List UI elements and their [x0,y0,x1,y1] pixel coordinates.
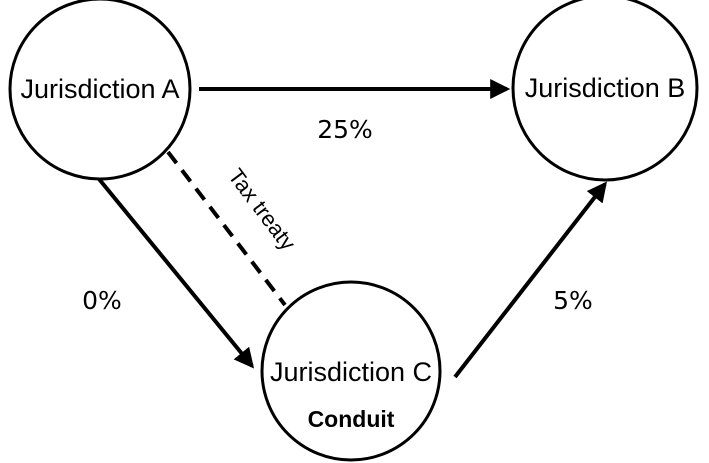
rate-label-a-to-c: 0% [82,286,122,315]
node-jurisdiction-c-sublabel: Conduit [308,406,395,432]
edge-a-to-c [97,177,255,369]
node-jurisdiction-c: Jurisdiction C Conduit [260,280,442,462]
node-jurisdiction-c-label: Jurisdiction C [270,357,432,387]
rate-label-c-to-b: 5% [553,286,593,315]
node-jurisdiction-c-circle [260,280,442,462]
node-jurisdiction-b-label: Jurisdiction B [525,73,686,103]
rate-label-a-to-b: 25% [317,115,373,144]
node-jurisdiction-a-circle [8,0,192,181]
node-jurisdiction-a: Jurisdiction A [8,0,192,181]
node-jurisdiction-b: Jurisdiction B [511,0,699,182]
tax-treaty-link [166,150,287,307]
edge-c-to-b [453,181,607,379]
node-jurisdiction-a-label: Jurisdiction A [20,74,179,104]
node-jurisdiction-b-circle [511,0,699,182]
tax-treaty-label: Tax treaty [223,164,300,255]
